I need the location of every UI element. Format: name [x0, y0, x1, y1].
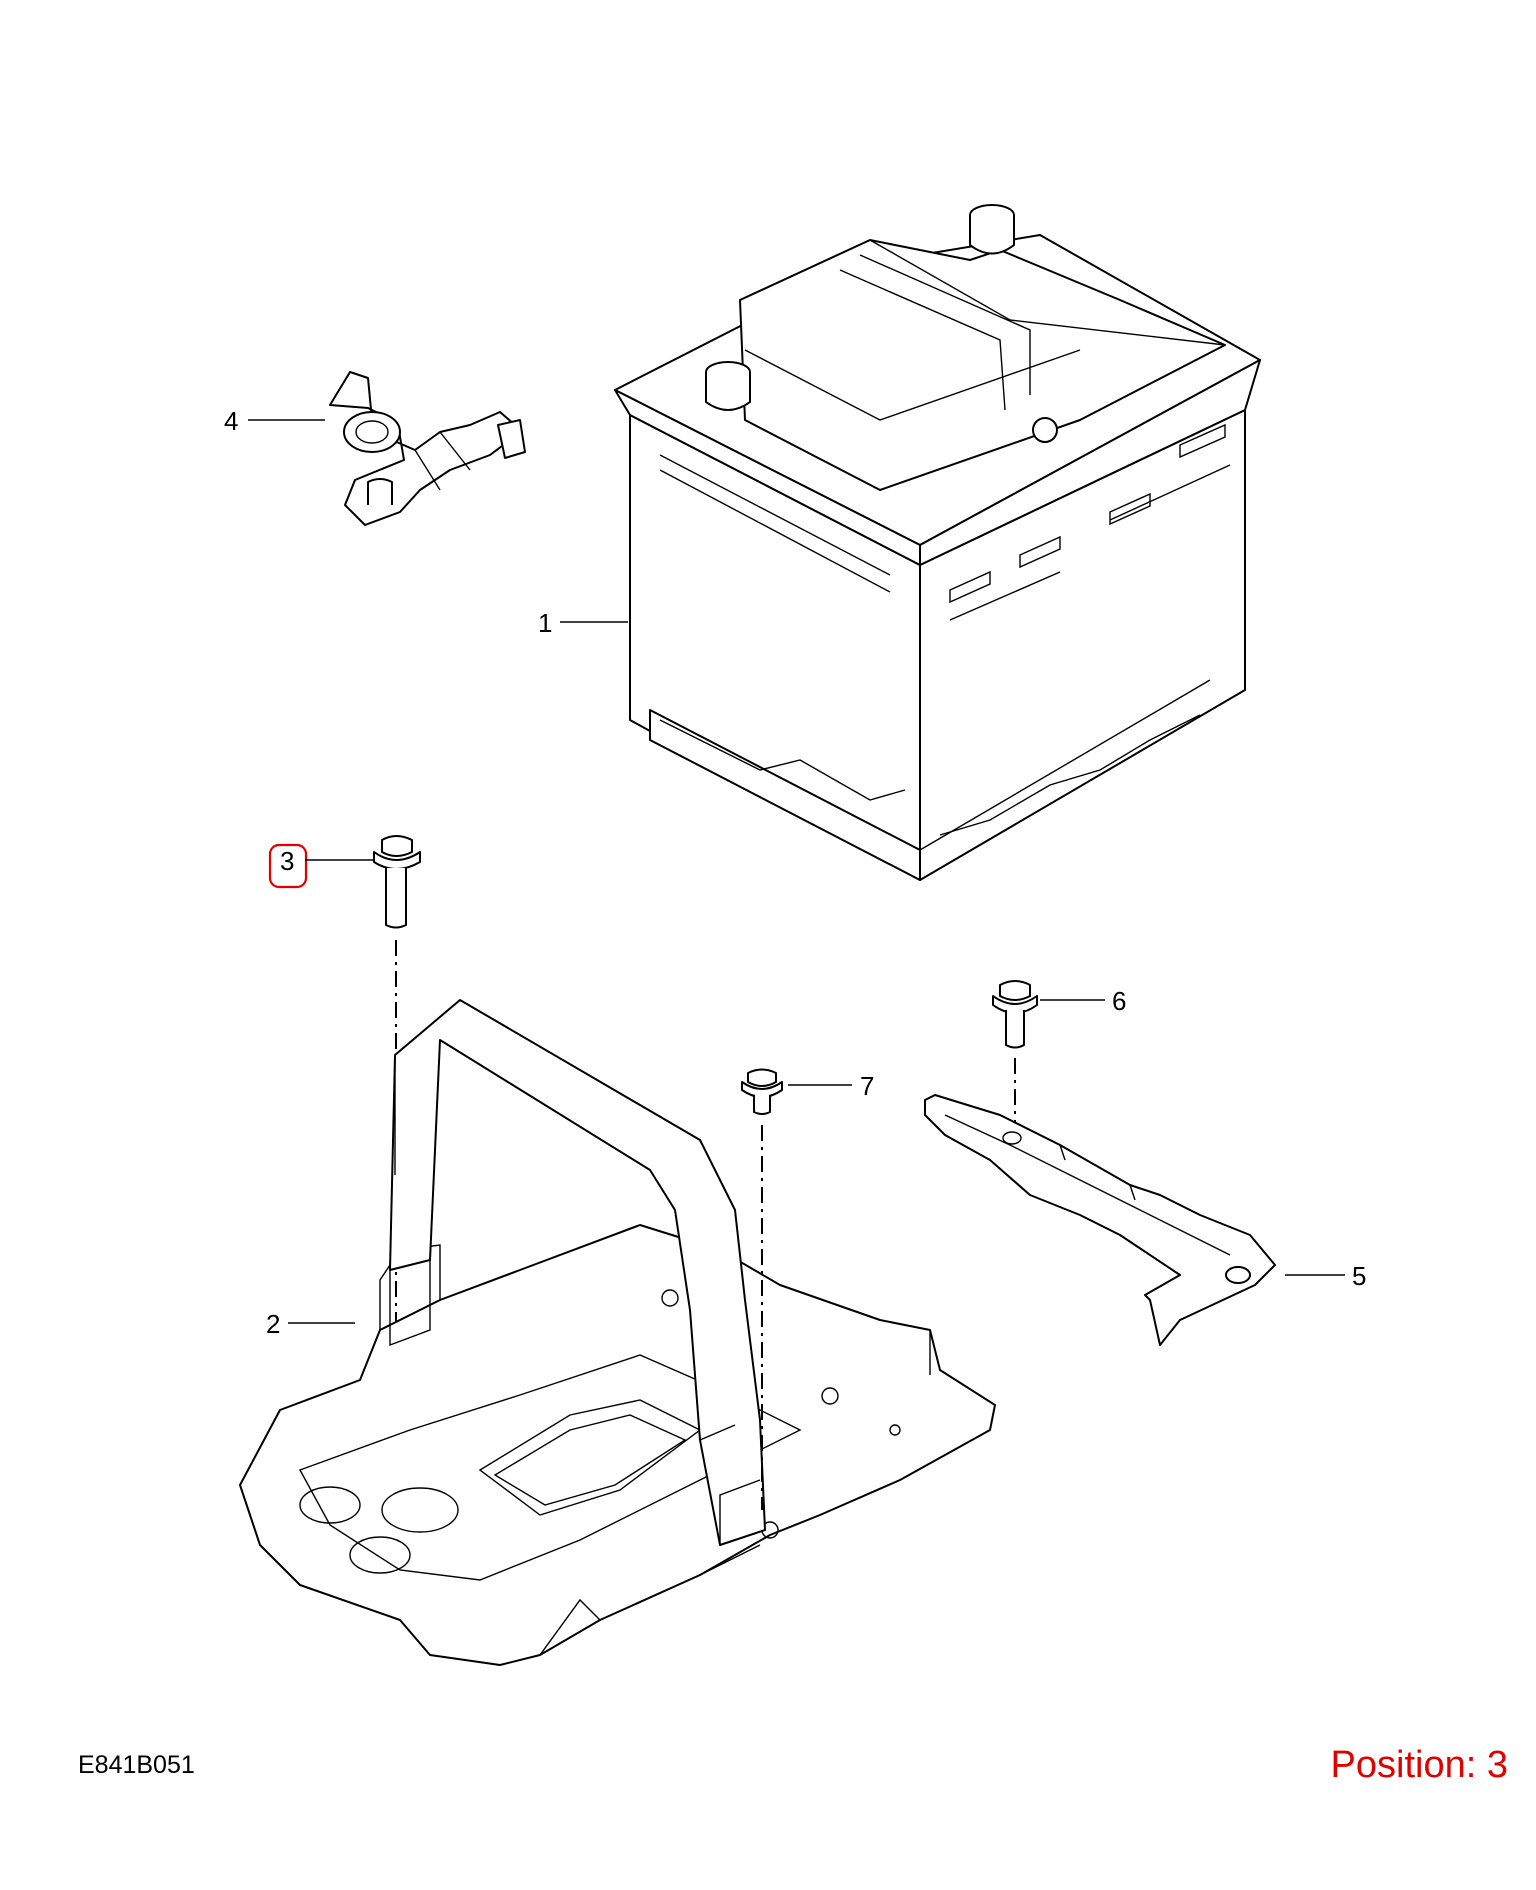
- terminal-sensor-part-4[interactable]: [329, 371, 526, 526]
- callout-6: 6: [1040, 986, 1126, 1016]
- callout-3-highlight-box: [268, 843, 308, 889]
- battery-tray-part-2[interactable]: [239, 999, 996, 1666]
- clamp-bracket-part-5[interactable]: [924, 1094, 1276, 1346]
- bolt-part-7[interactable]: [741, 1068, 783, 1511]
- callout-number-4: 4: [224, 406, 238, 436]
- callout-number-1: 1: [538, 608, 552, 638]
- callout-1: 1: [538, 608, 628, 638]
- callout-2: 2: [266, 1309, 355, 1339]
- callout-3[interactable]: 3: [268, 843, 375, 889]
- callout-4: 4: [224, 406, 325, 436]
- callout-5: 5: [1285, 1261, 1366, 1291]
- callout-number-7: 7: [860, 1071, 874, 1101]
- callout-number-5: 5: [1352, 1261, 1366, 1291]
- position-label: Position: 3: [1330, 1744, 1508, 1786]
- battery-part-1[interactable]: [614, 204, 1261, 881]
- callout-number-3: 3: [280, 846, 294, 876]
- callout-7: 7: [788, 1071, 874, 1101]
- callout-number-2: 2: [266, 1309, 280, 1339]
- callout-number-6: 6: [1112, 986, 1126, 1016]
- bolt-part-6[interactable]: [992, 980, 1038, 1135]
- drawing-code: E841B051: [78, 1751, 195, 1779]
